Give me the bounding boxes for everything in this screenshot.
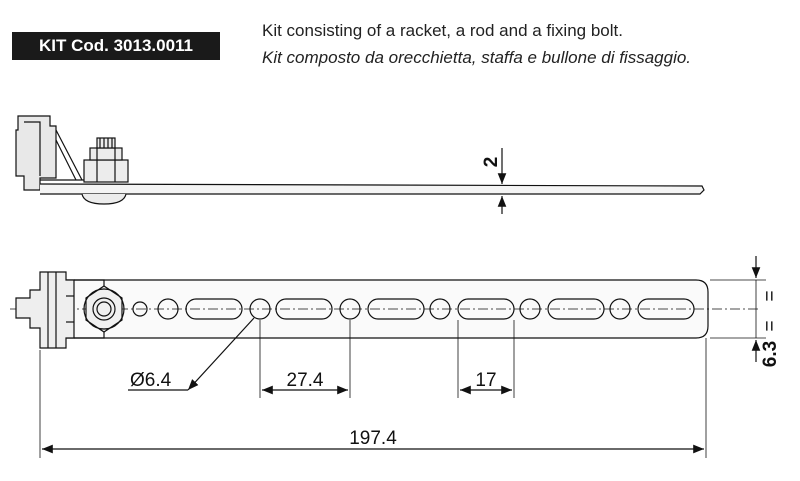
total-length-dimension: 197.4 (349, 428, 397, 449)
equal-mark-top: = (760, 290, 781, 301)
equal-mark-bottom: = (760, 320, 781, 331)
rod-holes (132, 298, 631, 320)
bolt-top (83, 285, 125, 333)
hole-diameter-dimension: Ø6.4 (130, 370, 172, 391)
description-english: Kit consisting of a racket, a rod and a … (262, 21, 623, 40)
hole-pitch-dimension: 27.4 (287, 370, 324, 391)
kit-code-badge: KIT Cod. 3013.0011 (12, 32, 220, 60)
racket-side (15, 115, 84, 191)
side-view (15, 115, 705, 214)
width-dimension: 6.3 (760, 341, 781, 367)
slot-length-dimension: 17 (475, 370, 496, 391)
racket-top (15, 271, 105, 349)
rod-side (39, 183, 705, 195)
description-italian: Kit composto da orecchietta, staffa e bu… (262, 48, 692, 67)
thickness-dimension: 2 (481, 157, 502, 168)
rod-slots (185, 298, 695, 320)
bolt-side (81, 137, 129, 205)
top-view (10, 256, 766, 458)
